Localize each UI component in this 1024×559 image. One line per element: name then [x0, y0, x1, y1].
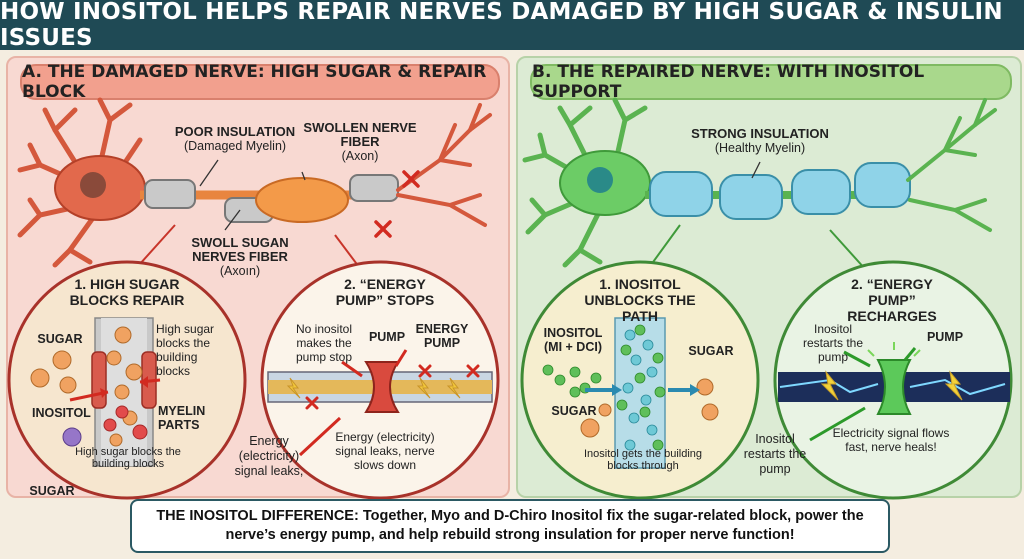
- c1-myelin-label: MYELIN PARTS: [158, 404, 206, 432]
- label-strong-insulation: STRONG INSULATION(Healthy Myelin): [691, 126, 829, 156]
- circle-energy-pump-stops: [260, 260, 500, 500]
- myelin-segment-2: [719, 174, 783, 220]
- c1-sugar-label: SUGAR: [37, 332, 83, 346]
- c2-energy-outside-label: Energy (electricity) signal leaks,: [234, 434, 304, 478]
- panel-b-heading: B. THE REPAIRED NERVE: WITH INOSITOL SUP…: [530, 62, 1012, 102]
- c1-inositol-label: INOSITOL: [32, 406, 91, 420]
- damaged-neuron: [17, 97, 492, 276]
- c1-bottom-label: High sugar blocks the building blocks: [75, 446, 181, 470]
- b2-flows-label: Electricity signal flows fast, nerve hea…: [832, 426, 950, 454]
- b1-sugar-right-label: SUGAR: [688, 344, 734, 358]
- c1-blocks-label: High sugar blocks the building blocks: [156, 322, 215, 378]
- myelin-segment-3: [791, 169, 851, 215]
- c2-energy-pump-label: ENERGY PUMP: [415, 322, 469, 350]
- circle-energy-pump-recharges: [773, 260, 1013, 500]
- b2-restarts-outside-label: Inositol restarts the pump: [743, 432, 807, 476]
- b1-inositol-label: INOSITOL (MI + DCI): [543, 326, 603, 354]
- nucleus: [80, 172, 106, 198]
- page-title: HOW INOSITOL HELPS REPAIR NERVES DAMAGED…: [0, 0, 1024, 51]
- label-swollen-fiber: SWOLLEN NERVE FIBER(Axon): [303, 120, 417, 164]
- b1-bottom-label: Inositol gets the building blocks throug…: [583, 448, 703, 472]
- healthy-neuron: [522, 97, 997, 281]
- healthy-nucleus: [587, 167, 613, 193]
- c1-sugar-outside-label: SUGAR: [29, 484, 75, 498]
- b1-sugar-left-label: SUGAR: [551, 404, 597, 418]
- label-swoll-sugan: SWOLL SUGAN NERVES FIBER(Axoın): [191, 235, 289, 279]
- damaged-myelin-3: [349, 174, 399, 202]
- pump-icon: [364, 361, 400, 413]
- circle-b2-title: 2. “ENERGY PUMP” RECHARGES: [847, 276, 937, 324]
- inositol-difference-summary: THE INOSITOL DIFFERENCE: Together, Myo a…: [130, 499, 890, 553]
- circle-a1-title: 1. HIGH SUGAR BLOCKS REPAIR: [69, 276, 185, 308]
- circle-a2-title: 2. “ENERGY PUMP” STOPS: [335, 276, 435, 308]
- recharged-pump-icon: [876, 359, 912, 415]
- label-poor-insulation: POOR INSULATION(Damaged Myelin): [174, 124, 296, 154]
- c2-pump-label: PUMP: [368, 330, 406, 344]
- circle-b1-title: 1. INOSITOL UNBLOCKS THE PATH: [584, 276, 696, 324]
- c2-no-inositol-label: No inositol makes the pump stop: [295, 322, 353, 364]
- myelin-segment-4: [854, 162, 911, 208]
- circle-high-sugar-blocks-repair: [7, 260, 247, 500]
- b2-pump-label: PUMP: [926, 330, 964, 344]
- myelin-segment-1: [649, 171, 713, 217]
- swollen-axon: [255, 177, 349, 223]
- damaged-myelin-1: [144, 179, 196, 209]
- circle-inositol-unblocks-path: [520, 260, 760, 500]
- b2-restarts-label: Inositol restarts the pump: [802, 322, 864, 364]
- c2-leaks-label: Energy (electricity) signal leaks, nerve…: [335, 430, 435, 472]
- panel-a-heading: A. THE DAMAGED NERVE: HIGH SUGAR & REPAI…: [20, 62, 500, 102]
